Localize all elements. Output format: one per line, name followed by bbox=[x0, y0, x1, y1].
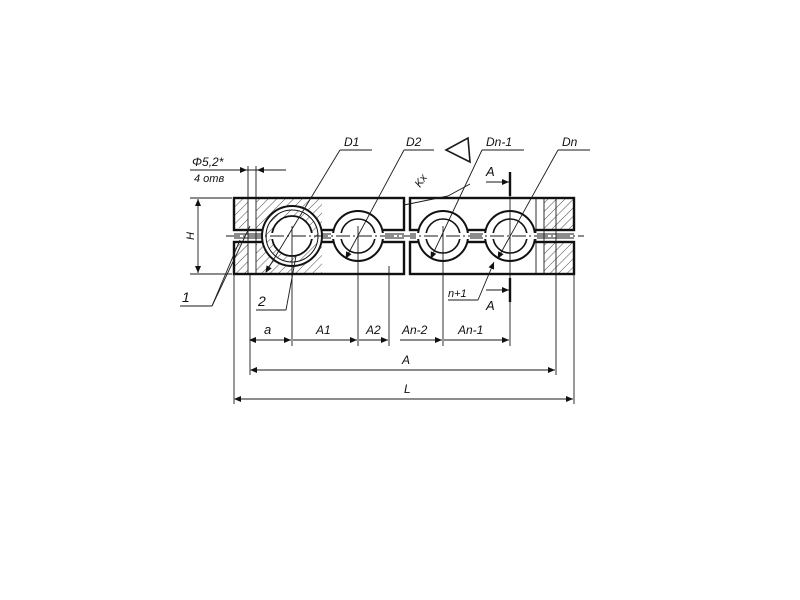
ref-leader-2: 2 bbox=[256, 255, 297, 311]
height-label: H bbox=[185, 232, 197, 240]
label-n-plus-1: n+1 bbox=[448, 288, 467, 300]
ref-leader-1: 1 bbox=[180, 225, 251, 307]
dim-an2-label: An-2 bbox=[401, 323, 428, 337]
ref-2-label: 2 bbox=[257, 293, 266, 309]
dim-a1-label: A1 bbox=[315, 323, 331, 337]
hole-count-label: 4 отв bbox=[194, 173, 224, 185]
dim-height: H bbox=[185, 197, 232, 275]
label-d2: D2 bbox=[406, 135, 422, 149]
hole-axes bbox=[233, 180, 575, 404]
label-dn: Dn bbox=[562, 135, 578, 149]
dim-a-label: a bbox=[264, 322, 271, 337]
leader-d2: D2 bbox=[345, 135, 434, 259]
section-marker-top: A bbox=[485, 164, 512, 196]
leader-d1: D1 bbox=[265, 135, 372, 273]
dim-an1-label: An-1 bbox=[457, 323, 483, 337]
hole-diameter-label: Φ5,2* bbox=[192, 155, 224, 169]
hatch-left-top bbox=[234, 198, 248, 228]
leader-dn1: Dn-1 bbox=[430, 135, 524, 259]
dim-L-label: L bbox=[404, 382, 411, 396]
leader-n-plus-1: n+1 bbox=[448, 261, 495, 301]
label-dn1: Dn-1 bbox=[486, 135, 512, 149]
leader-dn: Dn bbox=[497, 135, 590, 259]
dim-a2-label: A2 bbox=[365, 323, 381, 337]
dim-A-label: A bbox=[401, 353, 410, 367]
section-label-bottom: A bbox=[485, 298, 495, 313]
section-marker-bottom: A bbox=[485, 278, 512, 313]
label-d1: D1 bbox=[344, 135, 359, 149]
section-label-top: A bbox=[485, 164, 495, 179]
ref-1-label: 1 bbox=[182, 289, 190, 305]
dim-overall-a: A bbox=[250, 353, 555, 373]
dim-overall-l: L bbox=[234, 382, 573, 402]
dim-chain: a A1 A2 An-2 An-1 bbox=[249, 322, 509, 343]
hole-callout: Φ5,2* 4 отв bbox=[190, 155, 286, 198]
roughness-label: Kx bbox=[413, 172, 430, 190]
